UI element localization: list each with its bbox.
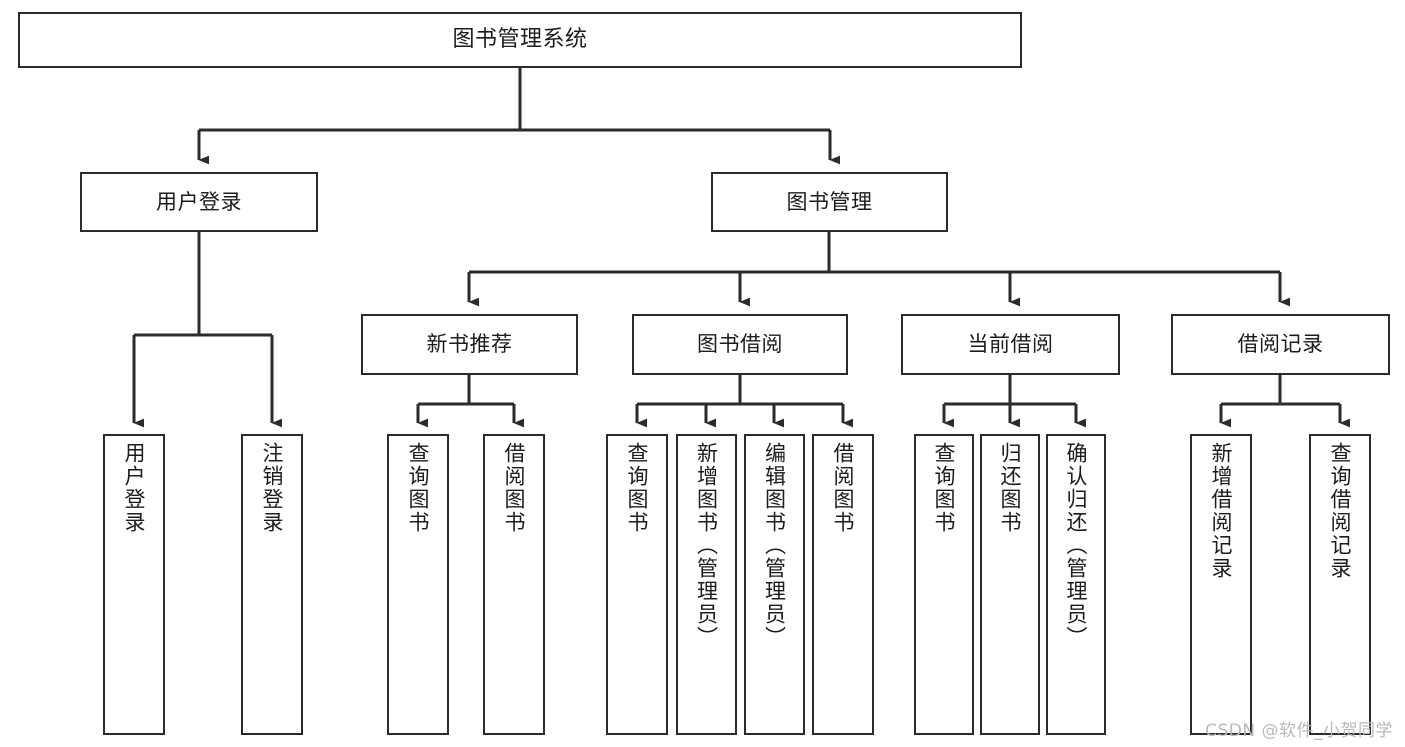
node-leaf-query-book-3[interactable]: 查询图书 <box>914 434 974 735</box>
node-label: 归还图书 <box>998 442 1023 534</box>
node-label: 编辑图书（管理员） <box>762 442 787 649</box>
node-label: 查询图书 <box>625 442 650 534</box>
node-label: 注销登录 <box>260 442 285 534</box>
node-root-system[interactable]: 图书管理系统 <box>18 12 1022 68</box>
watermark-text: CSDN @软件_小贺同学 <box>1205 721 1393 741</box>
node-label: 新增图书（管理员） <box>694 442 719 649</box>
node-leaf-edit-book[interactable]: 编辑图书（管理员） <box>744 434 805 735</box>
node-book-manage[interactable]: 图书管理 <box>711 172 948 232</box>
node-label: 新书推荐 <box>426 332 513 357</box>
node-leaf-return-book[interactable]: 归还图书 <box>980 434 1040 735</box>
node-book-borrow[interactable]: 图书借阅 <box>632 314 848 375</box>
node-leaf-borrow-book-1[interactable]: 借阅图书 <box>483 434 545 735</box>
node-label: 查询图书 <box>406 442 431 534</box>
node-leaf-add-book[interactable]: 新增图书（管理员） <box>676 434 737 735</box>
node-label: 借阅图书 <box>831 442 856 534</box>
node-new-book-recommend[interactable]: 新书推荐 <box>361 314 578 375</box>
node-leaf-add-record[interactable]: 新增借阅记录 <box>1190 434 1252 735</box>
node-label: 借阅记录 <box>1237 332 1324 357</box>
node-leaf-query-record[interactable]: 查询借阅记录 <box>1309 434 1371 735</box>
node-label: 确认归还（管理员） <box>1064 442 1089 649</box>
node-label: 图书管理 <box>786 189 873 214</box>
node-label: 用户登录 <box>156 189 242 214</box>
node-borrow-record[interactable]: 借阅记录 <box>1171 314 1390 375</box>
node-label: 当前借阅 <box>967 332 1054 357</box>
node-leaf-confirm-return[interactable]: 确认归还（管理员） <box>1046 434 1106 735</box>
node-leaf-query-book-2[interactable]: 查询图书 <box>606 434 668 735</box>
node-current-borrow[interactable]: 当前借阅 <box>901 314 1120 375</box>
node-label: 查询图书 <box>932 442 957 534</box>
node-leaf-user-logout[interactable]: 注销登录 <box>241 434 303 735</box>
node-leaf-query-book-1[interactable]: 查询图书 <box>387 434 449 735</box>
node-label: 新增借阅记录 <box>1209 442 1234 580</box>
node-label: 图书管理系统 <box>452 27 588 53</box>
node-label: 借阅图书 <box>502 442 527 534</box>
node-label: 图书借阅 <box>697 332 783 357</box>
node-user-login[interactable]: 用户登录 <box>80 172 318 232</box>
node-leaf-borrow-book-2[interactable]: 借阅图书 <box>812 434 874 735</box>
node-label: 查询借阅记录 <box>1328 442 1353 580</box>
node-leaf-user-login[interactable]: 用户登录 <box>103 434 165 735</box>
node-label: 用户登录 <box>122 442 147 534</box>
